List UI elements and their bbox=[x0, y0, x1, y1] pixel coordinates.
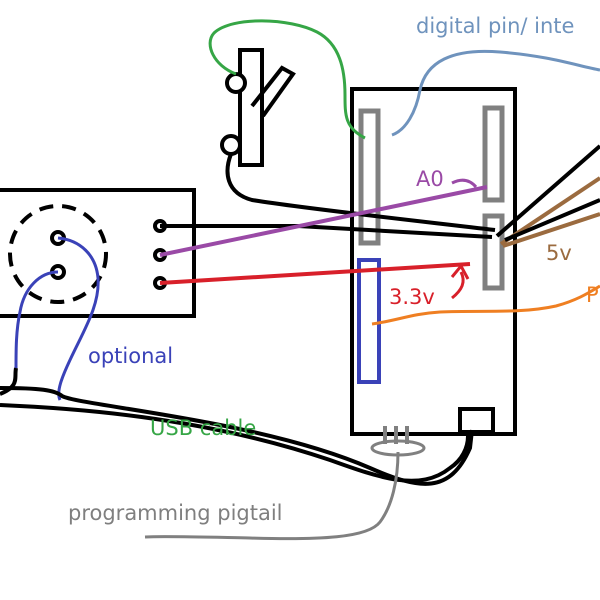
right-header-bottom bbox=[482, 213, 505, 291]
label-usb-cable: USB cable bbox=[150, 416, 256, 440]
wire-3v3 bbox=[159, 262, 471, 285]
switch-body bbox=[238, 48, 264, 167]
label-5v: 5v bbox=[546, 241, 572, 265]
right-header-top bbox=[482, 105, 505, 203]
usb-cable-black-2 bbox=[0, 403, 470, 483]
switch-terminal-bottom bbox=[220, 134, 242, 156]
wire-black-jack bbox=[160, 224, 493, 239]
switch-lever bbox=[250, 65, 296, 118]
blue-header bbox=[357, 258, 381, 384]
wire-a0-pointer bbox=[451, 178, 478, 189]
usb-port bbox=[458, 407, 495, 434]
left-header bbox=[358, 108, 381, 246]
wire-black-switch bbox=[225, 153, 496, 232]
board-outline bbox=[350, 87, 517, 436]
wire-a0 bbox=[159, 185, 488, 257]
jack-box-outline bbox=[0, 188, 196, 318]
wire-3v3-pointer bbox=[451, 271, 465, 300]
switch-terminal-top bbox=[225, 72, 247, 94]
jack-dashed-ring bbox=[8, 204, 108, 304]
usb-cable-black-1 bbox=[0, 386, 474, 486]
wire-optional-b bbox=[14, 270, 59, 369]
label-programming-pigtail: programming pigtail bbox=[68, 501, 283, 525]
usb-cable-black-3 bbox=[0, 367, 18, 396]
wire-programming-pigtail bbox=[144, 451, 400, 541]
label-a0: A0 bbox=[416, 167, 444, 191]
label-optional: optional bbox=[88, 344, 173, 368]
wire-brown-5v-a bbox=[495, 144, 600, 238]
label-digital-pin: digital pin/ inte bbox=[416, 14, 574, 38]
label-3v3: 3.3v bbox=[389, 285, 435, 309]
wire-brown-5v-c bbox=[504, 198, 600, 242]
wire-p bbox=[371, 284, 600, 326]
main-board bbox=[350, 87, 517, 457]
programming-pins bbox=[370, 426, 426, 457]
switch bbox=[220, 48, 296, 167]
label-p: P bbox=[586, 283, 599, 307]
wire-green bbox=[208, 19, 366, 140]
wire-brown-5v-d bbox=[502, 212, 600, 248]
wire-digital-pin bbox=[391, 49, 600, 137]
wire-3v3-arrowhead bbox=[450, 263, 470, 280]
wire-optional-a bbox=[57, 236, 100, 401]
